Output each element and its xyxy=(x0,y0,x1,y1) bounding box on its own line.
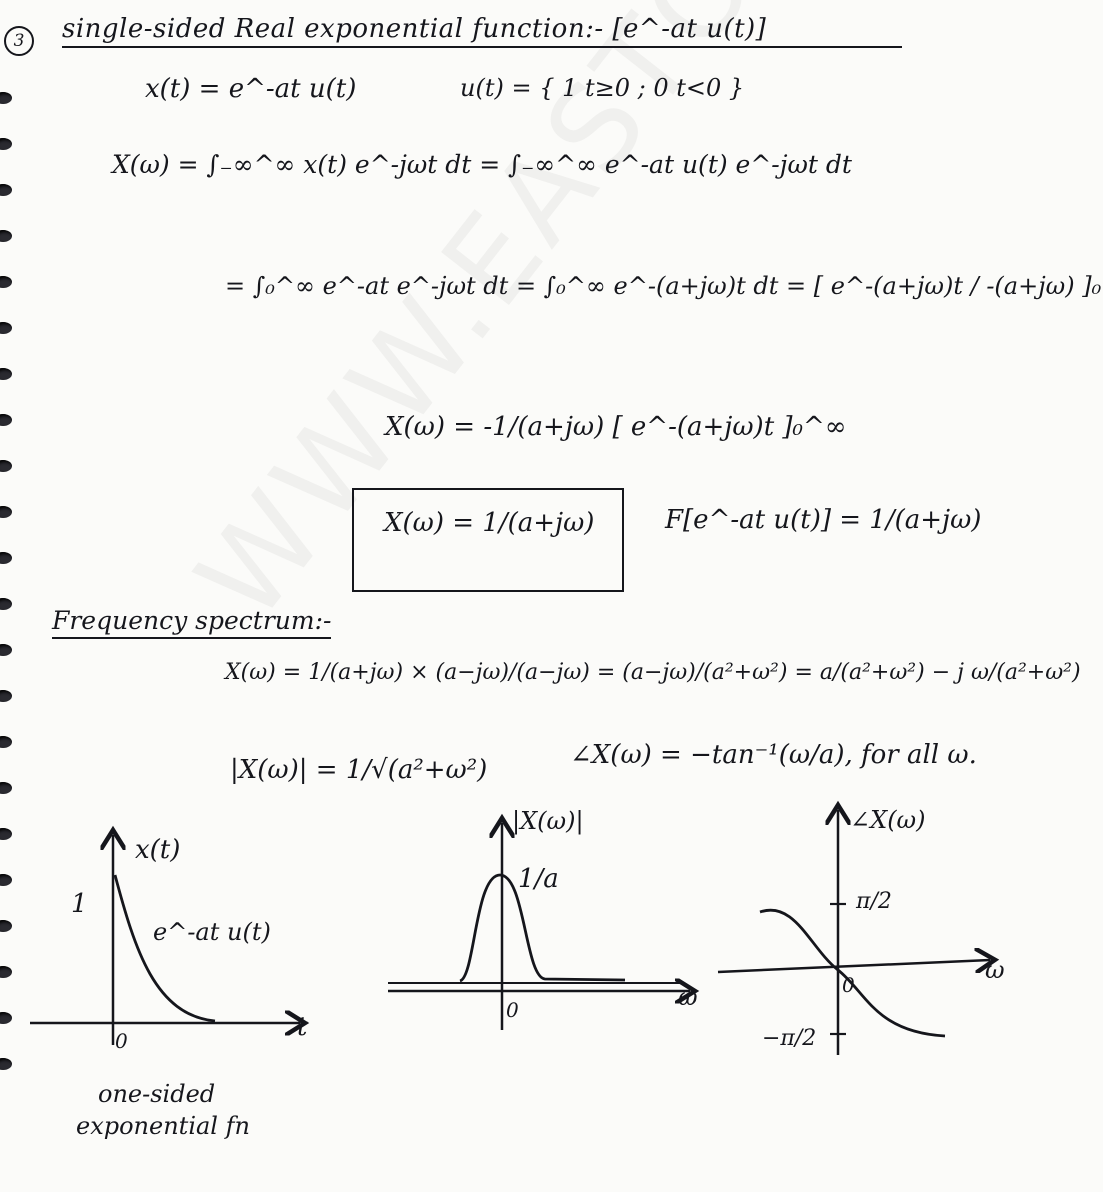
signal-x-label: t xyxy=(297,1012,308,1042)
unit-step-definition: u(t) = { 1 t≥0 ; 0 t<0 } xyxy=(460,74,745,102)
magnitude-formula: |X(ω)| = 1/√(a²+ω²) xyxy=(230,755,488,785)
magnitude-peak-label: 1/a xyxy=(518,864,559,894)
magnitude-origin: 0 xyxy=(506,998,519,1022)
section-title: single-sided Real exponential function:-… xyxy=(62,14,902,48)
signal-curve xyxy=(113,874,216,1023)
signal-definition: x(t) = e^-at u(t) xyxy=(145,74,357,104)
magnitude-x-label: ω xyxy=(678,983,698,1011)
caption-line-2: exponential fn xyxy=(76,1112,250,1140)
phase-top-tick-label: π/2 xyxy=(855,889,892,914)
phase-bottom-tick-label: −π/2 xyxy=(762,1026,816,1051)
signal-y-label: x(t) xyxy=(135,835,180,865)
phase-formula: ∠X(ω) = −tan⁻¹(ω/a), for all ω. xyxy=(570,740,977,770)
phase-y-label: ∠X(ω) xyxy=(850,806,926,834)
phase-plot: ∠X(ω) ω 0 π/2 −π/2 xyxy=(717,800,1005,1055)
evaluation-line: X(ω) = -1/(a+jω) [ e^-(a+jω)t ]₀^∞ xyxy=(385,412,847,442)
magnitude-curve xyxy=(459,873,626,983)
boxed-result: X(ω) = 1/(a+jω) xyxy=(384,508,595,538)
transform-pair: F[e^-at u(t)] = 1/(a+jω) xyxy=(665,505,982,535)
magnitude-plot: |X(ω)| ω 0 1/a xyxy=(388,807,710,1030)
phase-curve xyxy=(759,908,946,1038)
signal-peak-label: 1 xyxy=(71,889,88,919)
result-box: X(ω) = 1/(a+jω) xyxy=(352,488,624,592)
phase-x-label: ω xyxy=(985,956,1005,984)
signal-plot: x(t) t 0 1 e^-at u(t) xyxy=(30,820,325,1053)
spectrum-rationalization: X(ω) = 1/(a+jω) × (a−jω)/(a−jω) = (a−jω)… xyxy=(225,660,1081,685)
phase-origin: 0 xyxy=(842,973,855,997)
integral-simplification-line: = ∫₀^∞ e^-at e^-jωt dt = ∫₀^∞ e^-(a+jω)t… xyxy=(225,272,1103,300)
fourier-integral-line: X(ω) = ∫₋∞^∞ x(t) e^-jωt dt = ∫₋∞^∞ e^-a… xyxy=(112,150,852,179)
signal-origin: 0 xyxy=(115,1029,128,1053)
section-number: 3 xyxy=(4,26,34,56)
caption-line-1: one-sided xyxy=(98,1080,216,1108)
signal-curve-label: e^-at u(t) xyxy=(153,918,271,946)
spectrum-heading: Frequency spectrum:- xyxy=(52,606,332,639)
magnitude-y-label: |X(ω)| xyxy=(512,807,584,836)
phase-x-axis xyxy=(717,960,990,974)
